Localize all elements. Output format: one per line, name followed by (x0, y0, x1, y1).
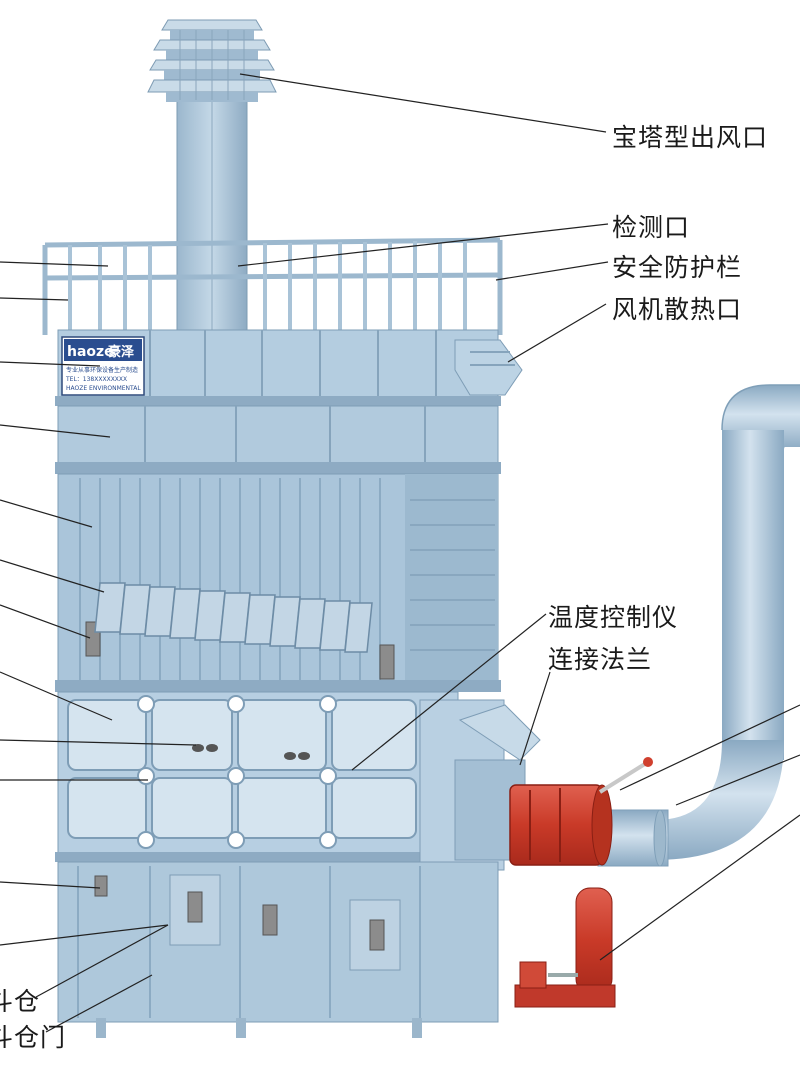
filter-chamber (55, 473, 501, 692)
nameplate-line2: TEL：138XXXXXXXX (65, 376, 127, 383)
pressure-tank (514, 887, 616, 1008)
nameplate-line3: HAOZE ENVIRONMENTAL (66, 385, 141, 392)
nameplate: haoze 豪泽 专业从事环保设备生产制造 TEL：138XXXXXXXX HA… (61, 336, 145, 396)
leader-lines (0, 73, 800, 1033)
label-guardrail: 安全防护栏 (612, 253, 743, 282)
chimney-stack (176, 94, 248, 336)
nameplate-line1: 专业从事环保设备生产制造 (66, 366, 138, 374)
label-temperature-controller: 温度控制仪 (548, 603, 679, 632)
label-hopper: 斗仓 (0, 987, 41, 1016)
middle-section (55, 691, 501, 862)
guardrail-posts (68, 241, 467, 335)
fan-housing (419, 699, 541, 871)
guardrail (42, 237, 503, 335)
label-hopper-door: 斗仓门 (0, 1023, 67, 1052)
nameplate-brand: haoze (67, 344, 114, 360)
label-pagoda-outlet: 宝塔型出风口 (612, 123, 769, 152)
label-inspection-port: 检测口 (612, 213, 691, 242)
exhaust-pipe (597, 384, 800, 867)
fan-vent-hood (454, 339, 523, 396)
label-connecting-flange: 连接法兰 (548, 645, 653, 674)
pagoda-outlet (147, 19, 277, 102)
label-fan-vent: 风机散热口 (612, 295, 743, 324)
nameplate-brand-cn: 豪泽 (108, 344, 135, 360)
lower-hopper (57, 861, 499, 1038)
filter-cartridges (94, 582, 373, 653)
temperature-controller-device (509, 757, 653, 866)
